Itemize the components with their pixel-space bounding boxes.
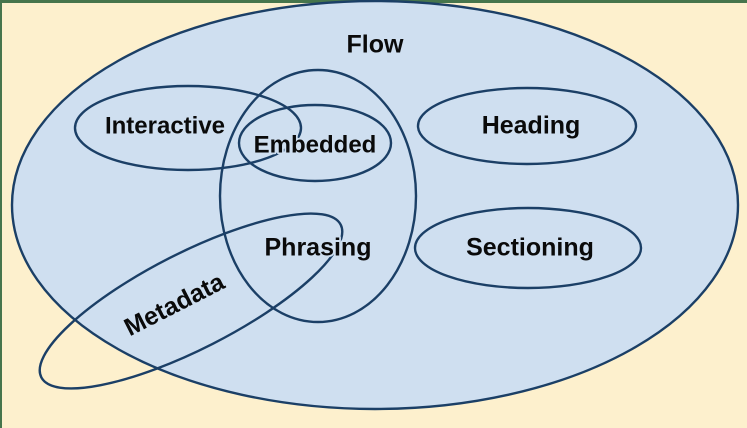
set-label-embedded: Embedded bbox=[254, 131, 377, 158]
set-label-heading: Heading bbox=[482, 112, 581, 140]
set-ellipse-interactive[interactable] bbox=[73, 84, 303, 172]
set-label-interactive: Interactive bbox=[105, 112, 225, 139]
set-ellipse-heading[interactable] bbox=[416, 86, 638, 166]
set-ellipse-embedded[interactable] bbox=[237, 103, 393, 183]
set-label-flow: Flow bbox=[347, 31, 404, 59]
set-ellipse-metadata[interactable] bbox=[20, 182, 363, 420]
set-ellipse-phrasing[interactable] bbox=[218, 68, 418, 324]
set-ellipse-flow[interactable] bbox=[10, 0, 740, 411]
set-ellipse-sectioning[interactable] bbox=[413, 206, 643, 290]
set-label-sectioning: Sectioning bbox=[466, 234, 594, 262]
set-label-phrasing: Phrasing bbox=[265, 234, 372, 262]
